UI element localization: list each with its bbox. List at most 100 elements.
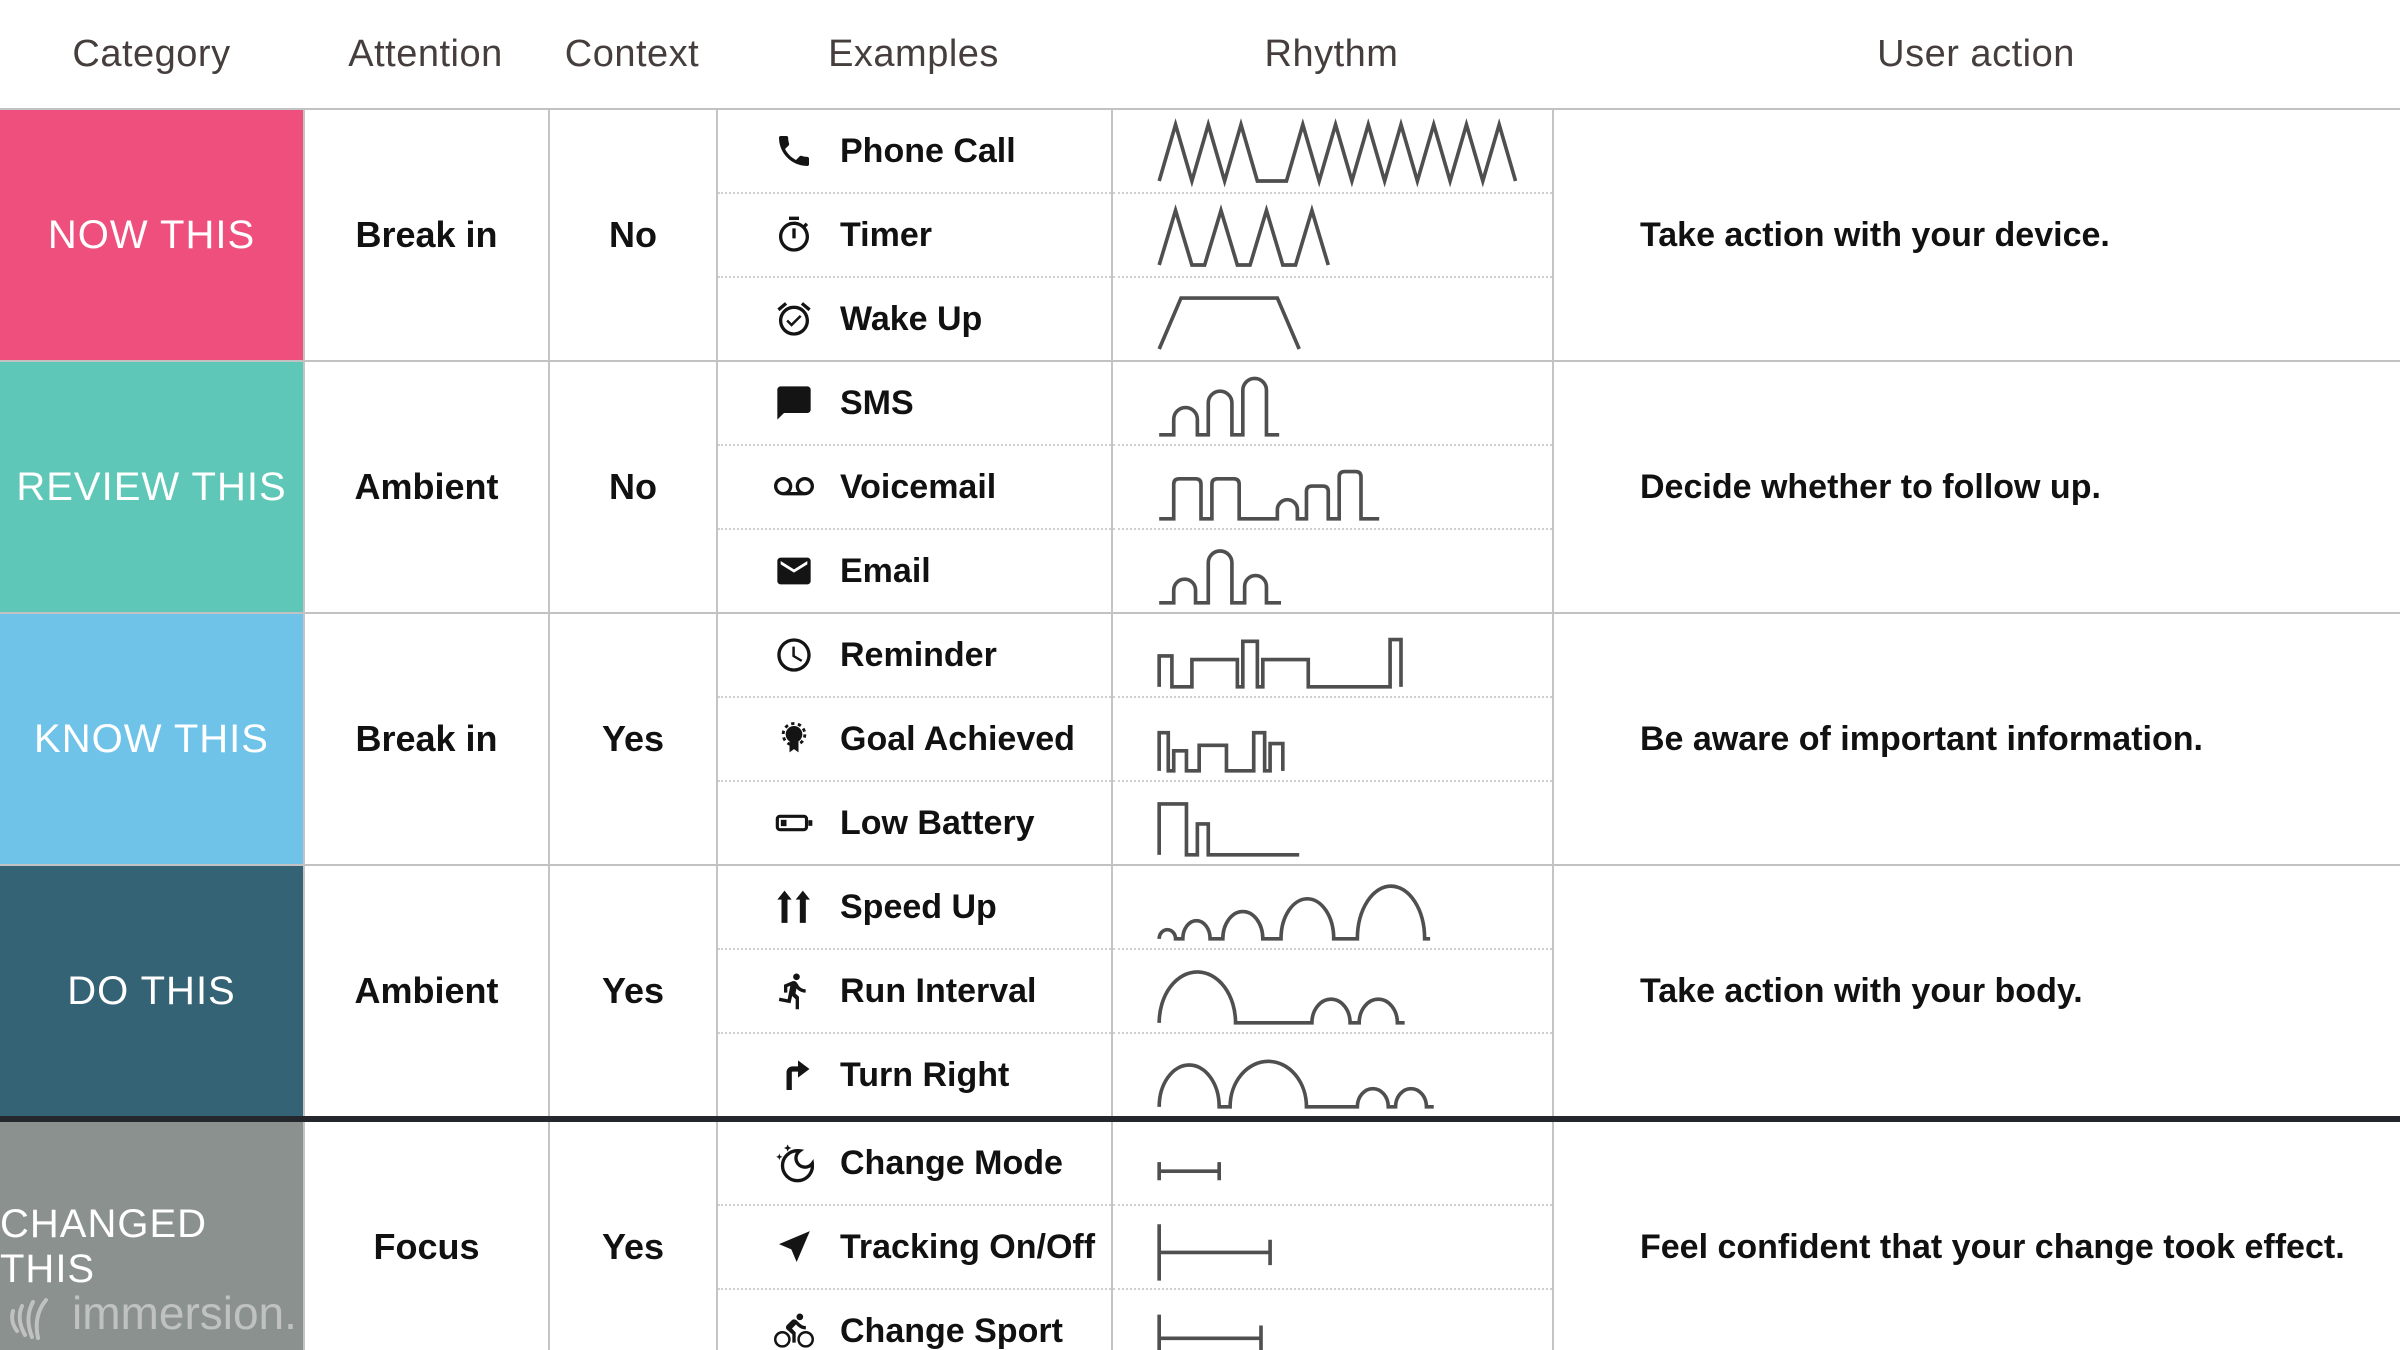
chat-bubble-icon [774, 383, 814, 423]
rhythm-item-goal-achieved [1113, 696, 1552, 780]
example-label: Speed Up [840, 887, 997, 926]
rhythm-waveform-square-pulses-then-rising-pulses [1159, 469, 1380, 521]
context-value: No [609, 214, 657, 255]
example-label: Goal Achieved [840, 719, 1075, 758]
example-item-low-battery: Low Battery [718, 780, 1111, 864]
clock-icon [774, 635, 814, 675]
rhythm-cell [1111, 866, 1552, 1116]
attention-value: Break in [355, 214, 498, 255]
rhythm-waveform-medium-steady-line-strong-start [1157, 1314, 1263, 1350]
category-label: NOW THIS [47, 212, 256, 257]
rhythm-waveform-short-steady-line [1157, 1162, 1221, 1181]
attention-value: Ambient [354, 970, 499, 1011]
user-action-text: Feel confident that your change took eff… [1640, 1227, 2345, 1266]
rhythm-waveform-small-tall-small-round-pulses [1159, 549, 1281, 605]
rhythm-waveform-long-steady-line-strong-start [1157, 1224, 1272, 1281]
example-item-reminder: Reminder [718, 614, 1111, 696]
attention-cell: Ambient [303, 362, 548, 612]
example-label: Wake Up [840, 299, 983, 338]
example-label: Low Battery [840, 803, 1035, 842]
turn-right-arrow-icon [774, 1055, 814, 1095]
rhythm-item-email [1113, 528, 1552, 612]
example-item-tracking-on-off: Tracking On/Off [718, 1204, 1111, 1288]
rhythm-item-low-battery [1113, 780, 1552, 864]
category-label: KNOW THIS [34, 716, 269, 761]
cyclist-icon [774, 1311, 814, 1350]
rhythm-item-change-sport [1113, 1288, 1552, 1350]
rhythm-item-timer [1113, 192, 1552, 276]
category-cell-now-this: NOW THIS [0, 110, 303, 360]
context-value: Yes [601, 718, 665, 759]
context-value: No [609, 466, 657, 507]
column-header-rhythm: Rhythm [1264, 32, 1399, 75]
example-label: Email [840, 551, 931, 590]
context-cell: Yes [548, 614, 716, 864]
battery-icon [774, 803, 814, 843]
example-item-sms: SMS [718, 362, 1111, 444]
rhythm-waveform-irregular-square-wave [1157, 637, 1403, 689]
example-label: Phone Call [840, 131, 1016, 170]
example-item-turn-right: Turn Right [718, 1032, 1111, 1116]
double-up-arrow-icon [774, 887, 814, 927]
user-action-text: Take action with your device. [1640, 215, 2110, 254]
runner-icon [774, 971, 814, 1011]
rhythm-cell [1111, 614, 1552, 864]
rhythm-waveform-square-pulse-cluster [1157, 730, 1285, 773]
context-cell: Yes [548, 1122, 716, 1350]
column-header-category: Category [72, 32, 231, 75]
user-action-text: Take action with your body. [1640, 971, 2083, 1010]
medal-icon [774, 719, 814, 759]
example-label: SMS [840, 383, 914, 422]
rhythm-waveform-ramp-plateau-ramp-down [1157, 296, 1301, 350]
rhythm-item-sms [1113, 362, 1552, 444]
user-action-cell: Take action with your device. [1552, 110, 2400, 360]
category-cell-know-this: KNOW THIS [0, 614, 303, 864]
alarm-check-icon [774, 299, 814, 339]
navigation-arrow-icon [774, 1227, 814, 1267]
example-item-change-mode: Change Mode [718, 1122, 1111, 1204]
rhythm-waveform-tall-then-short-square-pulse [1157, 802, 1300, 857]
example-label: Run Interval [840, 971, 1037, 1010]
example-item-speed-up: Speed Up [718, 866, 1111, 948]
attention-cell: Break in [303, 614, 548, 864]
example-item-timer: Timer [718, 192, 1111, 276]
context-cell: Yes [548, 866, 716, 1116]
context-cell: No [548, 110, 716, 360]
example-label: Change Sport [840, 1311, 1063, 1350]
context-value: Yes [601, 1226, 665, 1267]
example-label: Reminder [840, 635, 997, 674]
example-label: Timer [840, 215, 932, 254]
example-item-email: Email [718, 528, 1111, 612]
attention-cell: Ambient [303, 866, 548, 1116]
rhythm-cell [1111, 362, 1552, 612]
phone-icon [774, 131, 814, 171]
user-action-cell: Decide whether to follow up. [1552, 362, 2400, 612]
attention-value: Focus [373, 1226, 480, 1267]
rhythm-waveform-growing-domes [1157, 884, 1431, 941]
rhythm-item-tracking-on-off [1113, 1204, 1552, 1288]
example-label: Turn Right [840, 1055, 1010, 1094]
category-cell-changed-this: CHANGED THIS [0, 1122, 303, 1350]
example-label: Voicemail [840, 467, 997, 506]
stopwatch-icon [774, 215, 814, 255]
rhythm-cell [1111, 1122, 1552, 1350]
rhythm-waveform-spaced-triangle-pulses [1157, 204, 1331, 267]
example-label: Tracking On/Off [840, 1227, 1096, 1266]
user-action-cell: Be aware of important information. [1552, 614, 2400, 864]
example-item-voicemail: Voicemail [718, 444, 1111, 528]
moon-stars-icon [774, 1143, 814, 1183]
example-item-change-sport: Change Sport [718, 1288, 1111, 1350]
column-header-user-action: User action [1877, 32, 2075, 75]
attention-value: Ambient [354, 466, 499, 507]
